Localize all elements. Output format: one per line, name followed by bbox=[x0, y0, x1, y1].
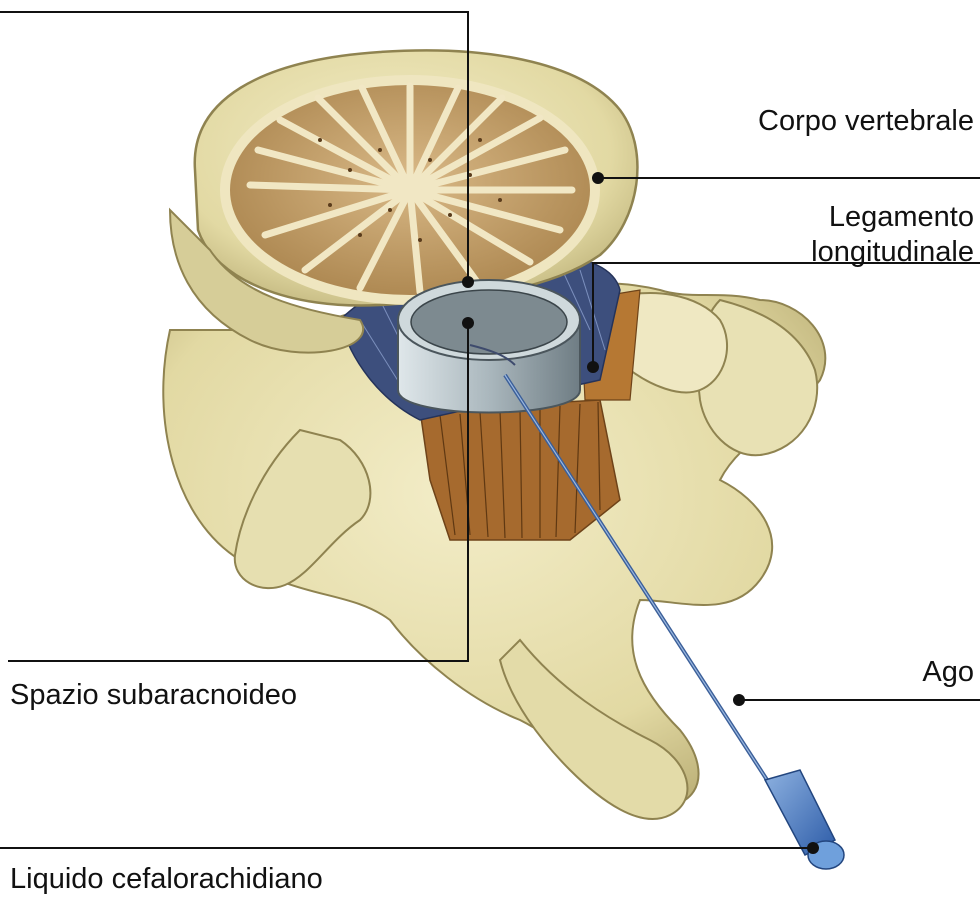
label-legamento-line1: Legamento bbox=[811, 200, 974, 235]
label-legamento-longitudinale: Legamento longitudinale bbox=[811, 200, 974, 270]
label-corpo-vertebrale: Corpo vertebrale bbox=[758, 104, 974, 139]
label-liquido-cefalorachidiano: Liquido cefalorachidiano bbox=[10, 862, 323, 897]
label-ago: Ago bbox=[922, 655, 974, 690]
dural-sac bbox=[398, 280, 580, 413]
label-spazio-subaracnoideo: Spazio subaracnoideo bbox=[10, 678, 297, 713]
label-legamento-line2: longitudinale bbox=[811, 235, 974, 270]
